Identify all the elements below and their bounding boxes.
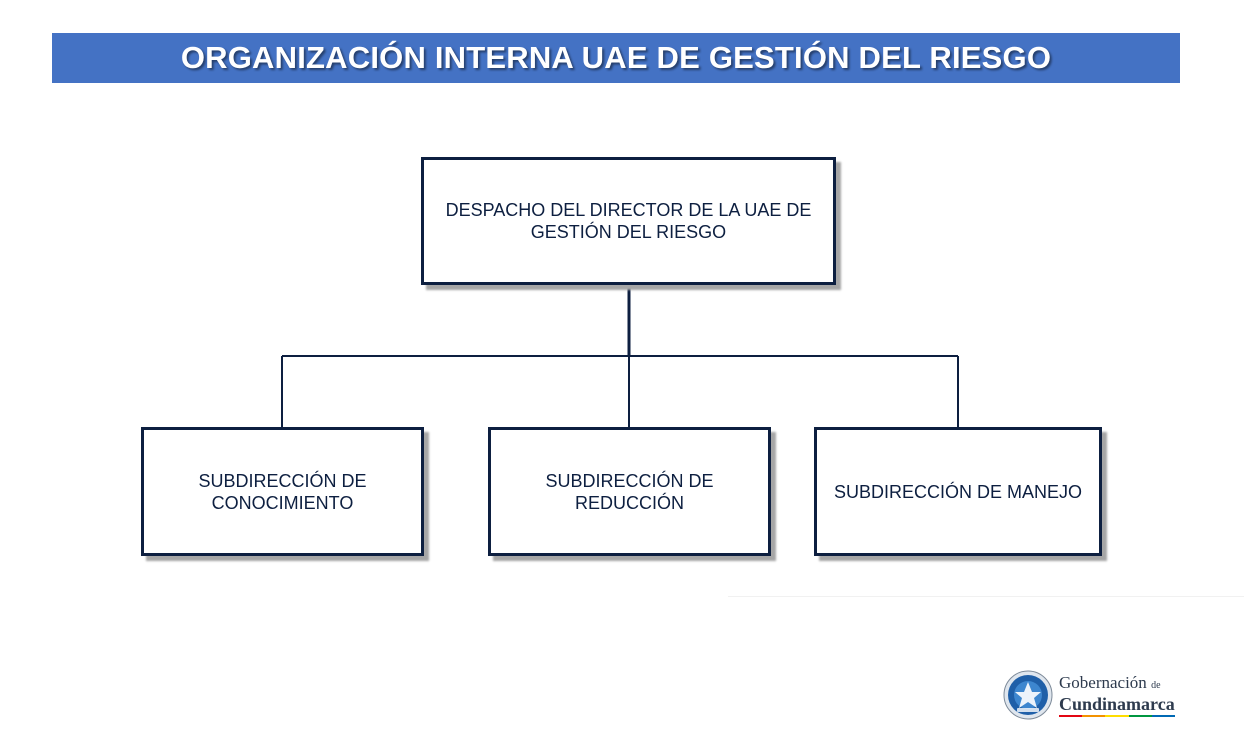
org-node-director-label: DESPACHO DEL DIRECTOR DE LA UAE DE GESTI… (445, 200, 812, 242)
divider (728, 596, 1244, 597)
org-node-reduccion: SUBDIRECCIÓN DE REDUCCIÓN (488, 427, 771, 556)
org-node-reduccion-label: SUBDIRECCIÓN DE REDUCCIÓN (545, 470, 714, 513)
org-node-director: DESPACHO DEL DIRECTOR DE LA UAE DE GESTI… (421, 157, 836, 285)
coat-of-arms-icon (1003, 670, 1053, 720)
gobernacion-logo: Gobernación de Cundinamarca (1003, 670, 1176, 720)
org-node-manejo-label: SUBDIRECCIÓN DE MANEJO (833, 481, 1083, 502)
org-node-conocimiento: SUBDIRECCIÓN DE CONOCIMIENTO (141, 427, 424, 556)
org-node-conocimiento-label: SUBDIRECCIÓN DE CONOCIMIENTO (198, 470, 367, 513)
logo-color-stripe (1059, 714, 1176, 717)
page-title: ORGANIZACIÓN INTERNA UAE DE GESTIÓN DEL … (180, 40, 1052, 75)
title-banner: ORGANIZACIÓN INTERNA UAE DE GESTIÓN DEL … (52, 33, 1180, 83)
org-node-manejo: SUBDIRECCIÓN DE MANEJO (814, 427, 1102, 556)
logo-wordmark: Gobernación de Cundinamarca (1059, 673, 1176, 717)
